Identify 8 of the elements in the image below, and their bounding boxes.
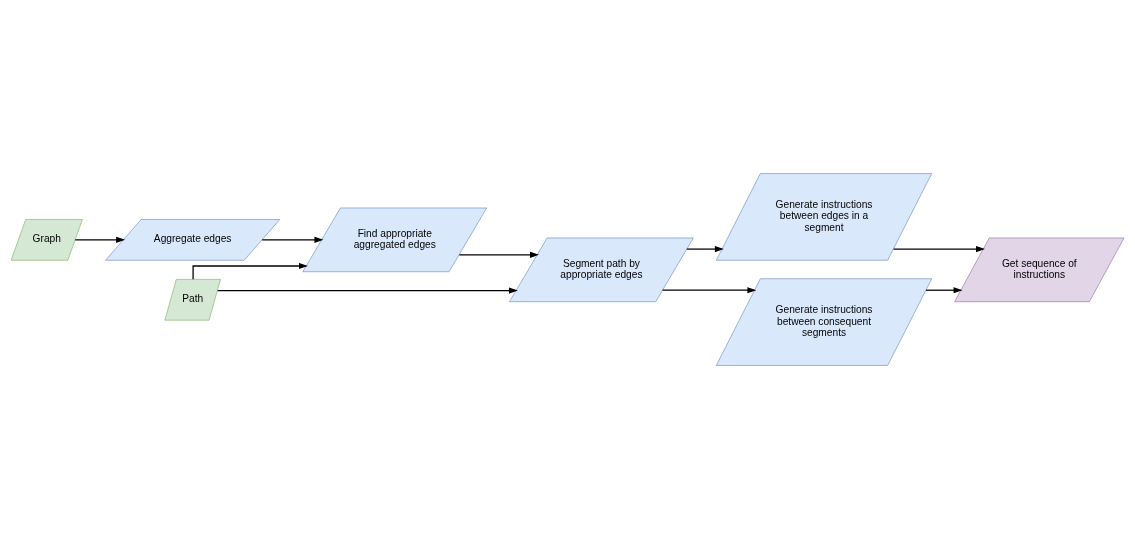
arrow (661, 286, 757, 293)
arrow (217, 286, 518, 294)
arrow (925, 286, 963, 293)
arrow (261, 236, 324, 243)
arrow (686, 245, 724, 252)
arrow (892, 245, 985, 252)
arrow (458, 251, 539, 258)
arrow (74, 236, 126, 243)
